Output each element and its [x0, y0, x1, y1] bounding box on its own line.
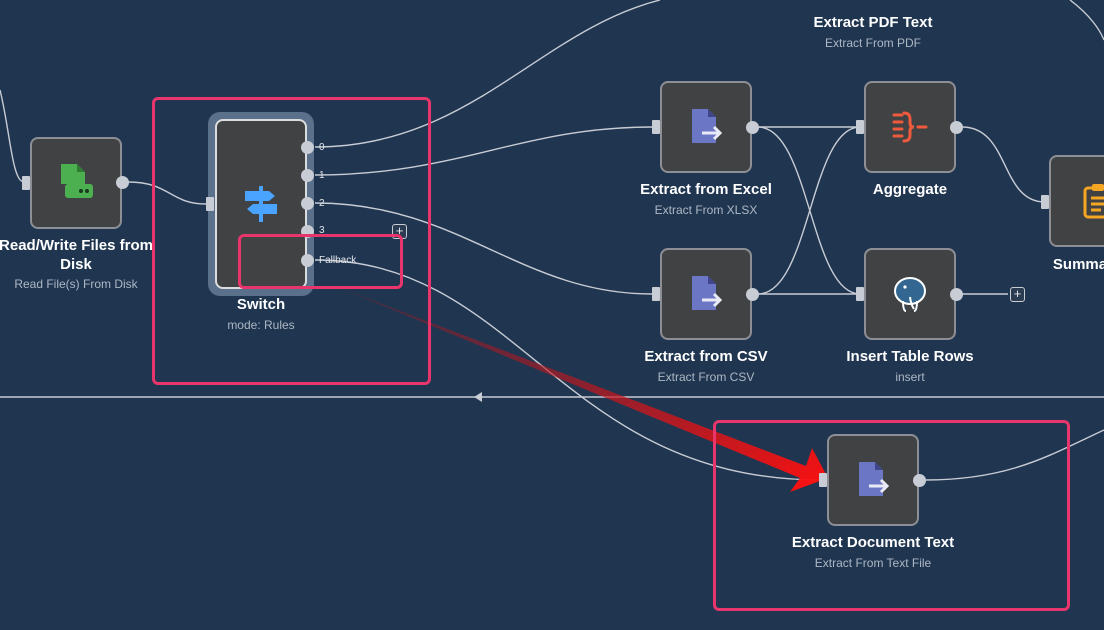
insert-rows-title: Insert Table Rows [846, 348, 974, 365]
aggregate-output-handle[interactable] [950, 121, 963, 134]
extract-doc-output-handle[interactable] [913, 474, 926, 487]
read-write-input-handle[interactable] [22, 176, 30, 190]
edge-top-right [1069, 0, 1104, 41]
file-export-icon [859, 462, 890, 496]
loop-arrowhead [474, 392, 482, 402]
node-read-write-files[interactable] [30, 137, 122, 229]
extract-excel-subtitle: Extract From XLSX [654, 203, 758, 217]
file-export-icon [692, 109, 723, 143]
extract-doc-title: Extract Document Text [791, 534, 955, 551]
edge-switch2-csv [314, 202, 653, 295]
insert-rows-add-node-button[interactable]: + [1010, 287, 1025, 302]
edge-incoming-left [0, 89, 25, 183]
extract-excel-title: Extract from Excel [640, 181, 772, 198]
node-aggregate[interactable] [864, 81, 956, 173]
postgres-elephant-icon [894, 277, 926, 312]
switch-port-1-label: 1 [319, 170, 325, 181]
edge-doc-out [924, 429, 1104, 481]
node-extract-excel[interactable] [660, 81, 752, 173]
file-disk-icon [61, 164, 93, 198]
read-write-output-handle[interactable] [116, 176, 129, 189]
aggregate-input-handle[interactable] [856, 120, 864, 134]
edge-read-to-switch [127, 181, 207, 205]
insert-rows-input-handle[interactable] [856, 287, 864, 301]
extract-csv-input-handle[interactable] [652, 287, 660, 301]
read-write-title-1: Read/Write Files from [0, 237, 153, 254]
node-summary[interactable] [1049, 155, 1104, 247]
extract-csv-subtitle: Extract From CSV [657, 370, 755, 384]
red-annotation-arrow [340, 288, 828, 492]
switch-port-2-label: 2 [319, 198, 325, 209]
switch-title: Switch [236, 296, 286, 313]
edge-excel-insert [757, 126, 861, 295]
summary-input-handle[interactable] [1041, 195, 1049, 209]
switch-input-handle[interactable] [206, 197, 214, 211]
node-switch[interactable] [215, 119, 307, 289]
extract-excel-output-handle[interactable] [746, 121, 759, 134]
file-export-icon [692, 276, 723, 310]
switch-output-2[interactable] [301, 197, 314, 210]
extract-excel-input-handle[interactable] [652, 120, 660, 134]
extract-doc-subtitle: Extract From Text File [814, 556, 932, 570]
edge-aggregate-summary [961, 126, 1046, 203]
signpost-icon [245, 186, 277, 222]
node-insert-table-rows[interactable] [864, 248, 956, 340]
switch-output-0[interactable] [301, 141, 314, 154]
switch-add-node-button[interactable]: + [392, 224, 407, 239]
summary-title: Summa [1052, 256, 1104, 273]
aggregate-title: Aggregate [872, 181, 948, 198]
edge-switch1-excel [314, 126, 653, 176]
extract-csv-title: Extract from CSV [644, 348, 768, 365]
node-extract-csv[interactable] [660, 248, 752, 340]
switch-output-1[interactable] [301, 169, 314, 182]
aggregate-icon [892, 111, 928, 143]
insert-rows-subtitle: insert [895, 370, 925, 384]
switch-port-3-label: 3 [319, 225, 325, 236]
switch-output-fallback[interactable] [301, 254, 314, 267]
edge-top-to-pdf [314, 0, 661, 148]
clipboard-icon [1083, 184, 1104, 219]
extract-csv-output-handle[interactable] [746, 288, 759, 301]
switch-port-0-label: 0 [319, 142, 325, 153]
edge-csv-aggregate [757, 126, 861, 295]
read-write-subtitle: Read File(s) From Disk [14, 277, 138, 291]
switch-subtitle: mode: Rules [227, 318, 295, 332]
switch-output-3[interactable] [301, 225, 314, 238]
extract-doc-input-handle[interactable] [819, 473, 827, 487]
insert-rows-output-handle[interactable] [950, 288, 963, 301]
node-extract-document-text[interactable] [827, 434, 919, 526]
extract-pdf-title: Extract PDF Text [813, 14, 933, 31]
switch-port-fallback-label: Fallback [319, 255, 357, 266]
read-write-title-2: Disk [60, 256, 92, 273]
extract-pdf-subtitle: Extract From PDF [824, 36, 922, 50]
